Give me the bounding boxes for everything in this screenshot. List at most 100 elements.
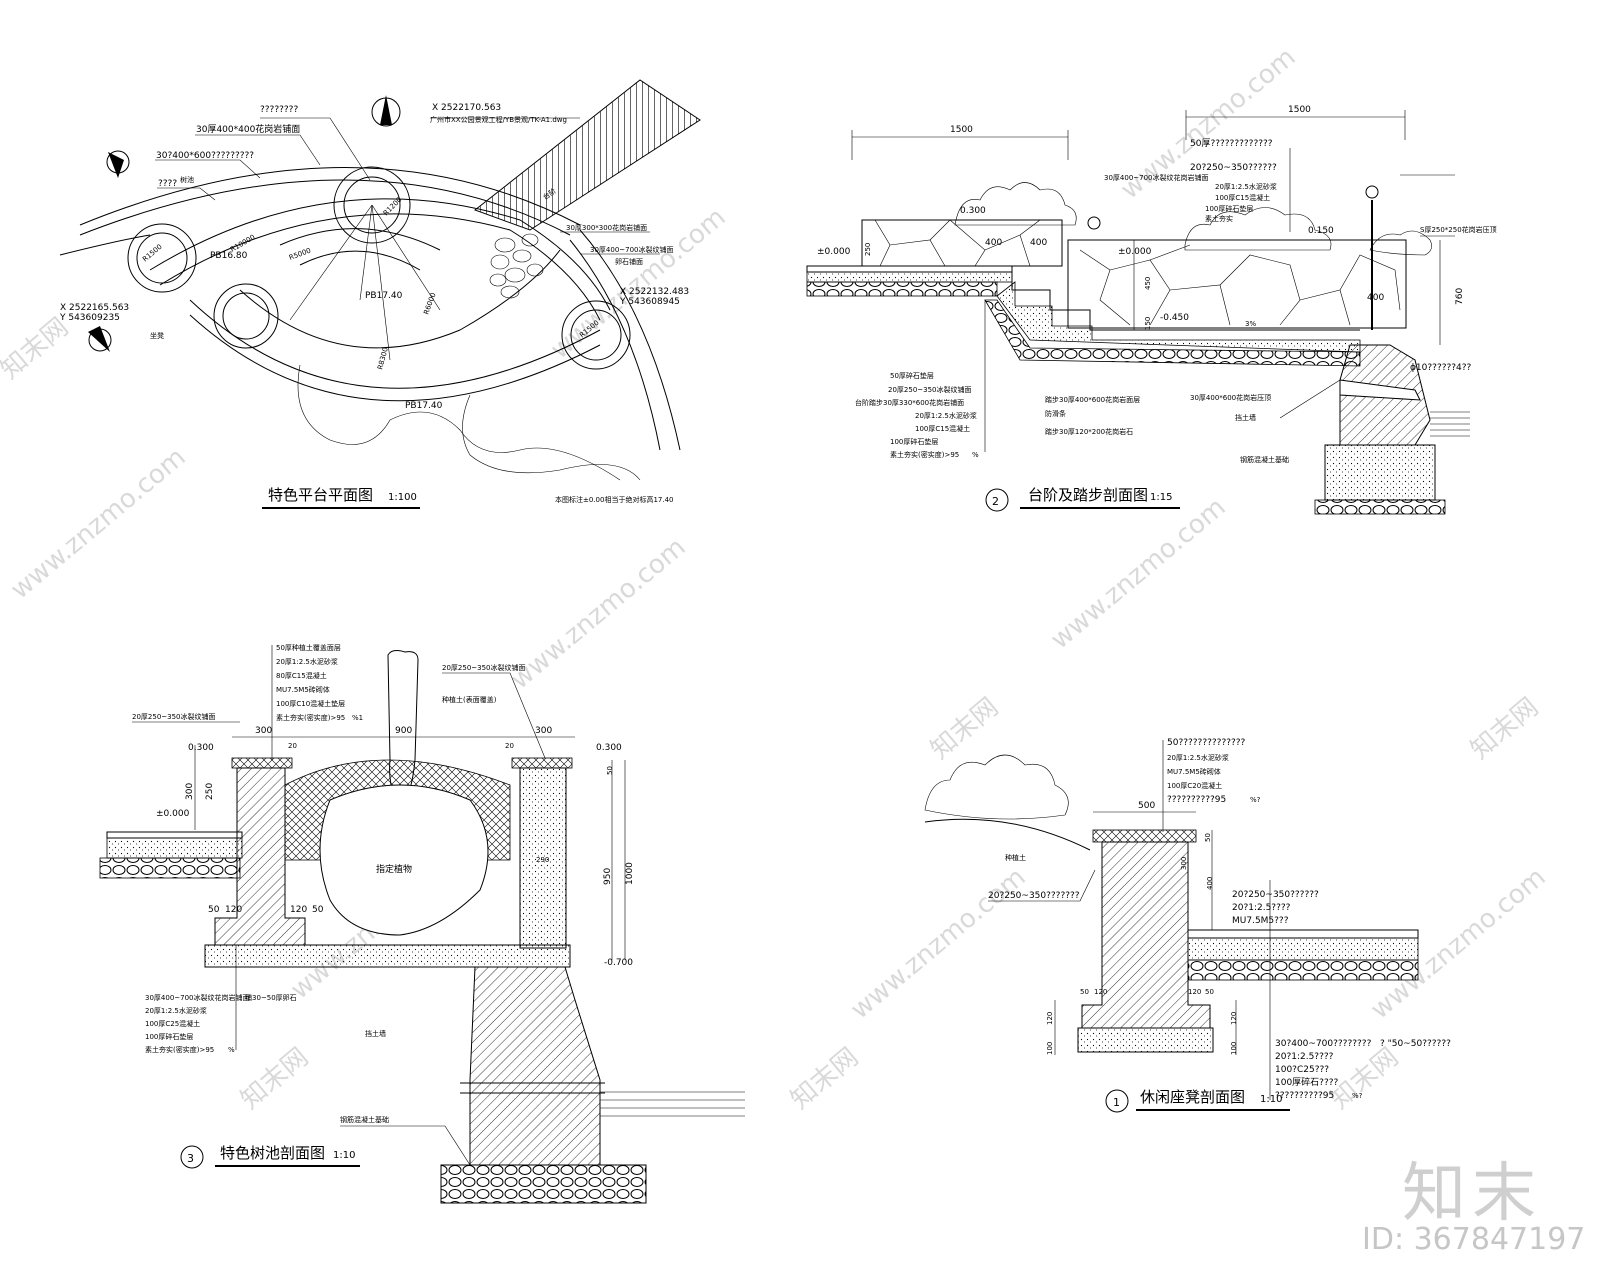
plan-scale: 1:100 [388,492,417,503]
spec-label: MU7.5M5砖砌体 [276,685,330,694]
spec-label: 3% [1245,320,1256,328]
paving-layer [1187,929,1419,939]
plan-circle-right [561,300,631,370]
spec-label: % [228,1046,235,1054]
spec-label: 素土夯实(密实度)>95 [276,713,345,722]
plan-circle-mid [213,283,279,349]
contour-line [462,394,641,481]
spec-label: 挡土墙 [365,1029,386,1038]
plan-label: 广州市XX公园景观工程/YB景观/TK-A1.dwg [430,115,567,124]
watermark-text: 知末网 [0,312,74,385]
shrub-outline [954,182,1077,226]
spec-label: ϕ10??????4?? [1410,363,1472,373]
elevation-label: -0.450 [1160,313,1189,323]
elevation-label: PB17.40 [365,291,403,301]
seat-section: 500 50 300 400 50 120 120 50 120 100 120… [924,738,1451,1113]
elevation-label: ±0.000 [1118,247,1152,257]
dimension-label: 250 [864,243,872,256]
plan-pebble-area [489,233,544,299]
plan-inner-arc-2 [159,213,601,321]
spec-label: 20厚1:2.5水泥砂浆 [1215,182,1277,191]
mortar-layer [806,271,1013,283]
spec-label: 种植土 [1005,853,1026,862]
coping-left [231,757,293,769]
watermark-text: www.znzmo.com [1045,492,1231,655]
dimension-label: 50 [1205,988,1214,996]
spec-label: 种植土(表面覆盖) [442,695,497,704]
brand-watermark: 知末 [1402,1157,1542,1231]
water-surface [1430,411,1470,437]
gravel-layer [1187,959,1419,981]
mortar-layer [106,837,243,859]
spec-label: 100厚C20混凝土 [1167,781,1222,790]
plant-label: 指定植物 [376,863,412,875]
plan-circle-top [333,166,411,244]
radius-label: R1500 [141,243,164,264]
spec-label: 100厚C10混凝土垫层 [276,699,345,708]
plan-label: 30厚300*300花岗岩铺面 [566,223,647,232]
spec-label: ??????????95 [1275,1091,1334,1101]
coping-right [511,757,573,769]
leader-line [442,672,546,759]
dimension-label: 50 [312,905,324,915]
dimension-label: 50 [1204,833,1212,842]
spec-label: 台阶踏步30厚330*600花岗岩铺面 [855,398,964,407]
spec-label: 50?????????????? [1167,738,1246,748]
elevation-label: ±0.000 [156,809,190,819]
seat-title: 休闲座凳剖面图 [1140,1088,1245,1106]
dimension-label: 100 [1230,1042,1238,1055]
foundation-gravel [440,1164,647,1204]
plan-label: 30厚400*400花岗岩铺面 [196,123,300,135]
plan-label: 30?400*600????????? [156,151,254,161]
radius-label: R5000 [288,247,312,262]
coordinate-label: X 2522132.483 [620,287,689,297]
section-number: 2 [992,495,999,508]
gravel-layer [806,281,998,297]
steps-title: 台阶及踏步剖面图 [1028,486,1148,504]
plan-path-right [579,229,681,451]
watermark-text: 知末网 [1465,692,1544,765]
spec-label: 素土夯实 [1205,214,1233,223]
dimension-label: 120 [1188,988,1201,996]
dimension-label: 100 [1046,1042,1054,1055]
spec-label: % [972,451,979,459]
slope-line [924,818,1091,851]
dimension-label: 300 [185,783,195,800]
image-id-label: ID: 367847197 [1362,1222,1586,1257]
brick-wall-right [519,767,567,949]
spec-label: 20厚1:2.5水泥砂浆 [915,411,977,420]
section-number-badge [1105,1089,1129,1113]
plan-label: 树池 [180,175,194,184]
coordinate-label: X 2522165.563 [60,303,129,313]
section-number-badge [985,488,1009,512]
spec-label: MU7.5M5砖砌体 [1167,767,1221,776]
plan-path [59,234,151,256]
shrub-outline [1369,230,1432,256]
ice-crack-pattern [1079,244,1401,326]
spec-label: 30?400~700???????? [1275,1039,1372,1049]
leader-line [195,134,321,166]
dimension-label: 950 [603,868,613,885]
lamp-post-icon [1365,185,1379,330]
steps-scale: 1:15 [1150,492,1172,503]
spec-label: 30厚400~700冰裂纹花岗岩铺面 [145,993,250,1002]
stone-wall [1067,239,1407,329]
plan-lower-arc-2 [189,314,601,402]
plan-label: ???????? [260,105,298,115]
treepit-scale: 1:10 [333,1150,355,1161]
dimension-label: 120 [290,905,307,915]
coordinate-label: Y 543608945 [619,297,680,307]
leader-line [340,1125,471,1166]
spec-label: 20?250~350?????? [1190,163,1277,173]
shrub-outline [1184,207,1332,251]
foundation-gravel [1314,499,1446,515]
watermark-text: 知末网 [235,1042,314,1115]
spec-label: 100厚C15混凝土 [1215,193,1270,202]
foundation-block [1324,444,1436,501]
elevation-label: 0.300 [596,743,622,753]
spec-label: MU7.5M5??? [1232,916,1289,926]
dimension-label: 50 [606,766,614,775]
dimension-label: 120 [225,905,242,915]
leader-line [155,159,261,179]
plan-center-arc [279,228,441,251]
